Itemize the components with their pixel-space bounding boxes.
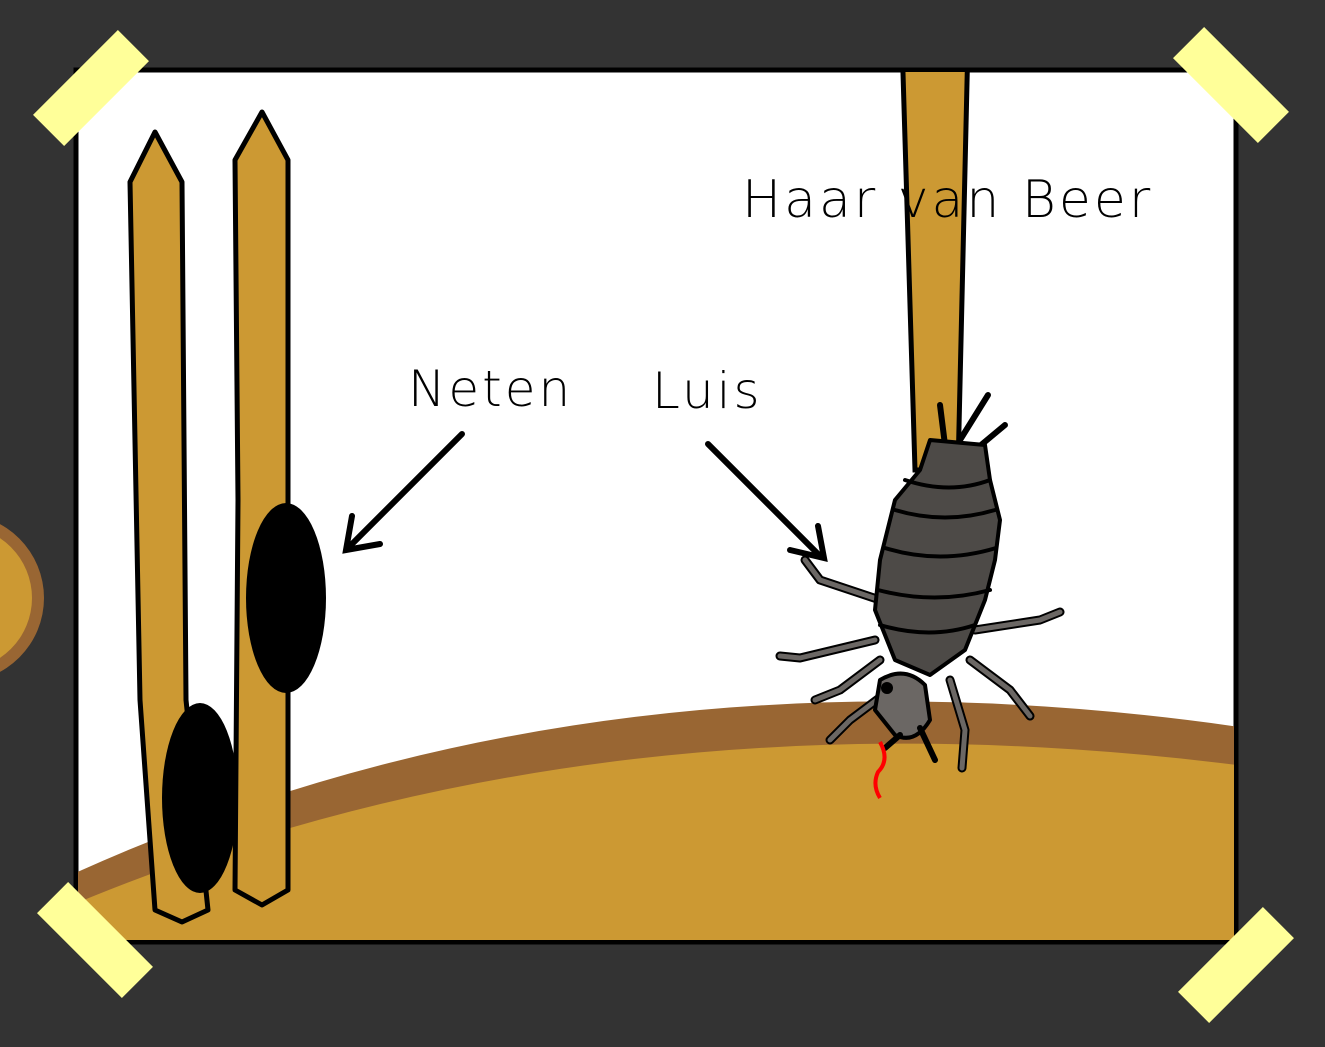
nit-egg-icon bbox=[162, 703, 238, 893]
label-louse: Luis bbox=[652, 362, 763, 420]
bear-hair-strand bbox=[902, 40, 968, 470]
nit-egg-icon bbox=[246, 503, 326, 693]
label-nits: Neten bbox=[408, 360, 573, 418]
label-bear-hair: Haar van Beer bbox=[742, 170, 1153, 230]
left-edge-disc bbox=[0, 514, 44, 682]
